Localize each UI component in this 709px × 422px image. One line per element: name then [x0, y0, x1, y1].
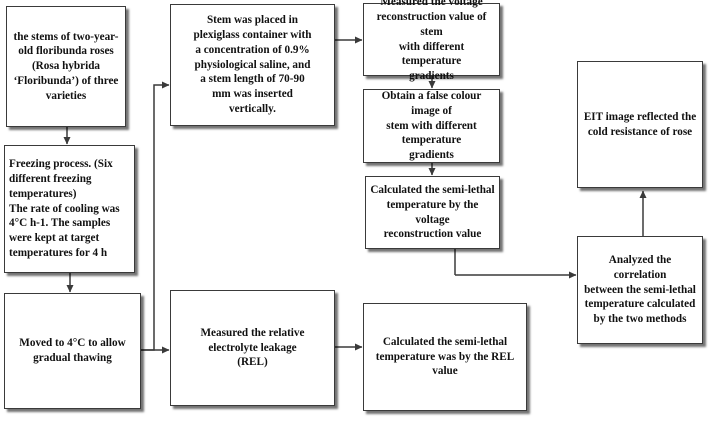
node-stems-text: the stems of two-year- old floribunda ro… — [13, 30, 119, 102]
arrow-thawing-to-plexiglass — [141, 81, 170, 351]
node-rel-measure-text: Measured the relative electrolyte leakag… — [200, 326, 305, 369]
node-freezing-text: Freezing process. (Six different freezin… — [9, 158, 120, 259]
node-freezing: Freezing process. (Six different freezin… — [4, 145, 135, 273]
node-false-colour: Obtain a false colour image of stem with… — [363, 89, 500, 163]
node-false-colour-text: Obtain a false colour image of stem with… — [381, 90, 482, 162]
node-plexiglass-text: Stem was placed in plexiglass container … — [193, 14, 312, 115]
node-stems: the stems of two-year- old floribunda ro… — [6, 6, 126, 127]
node-thawing-text: Moved to 4°C to allow gradual thawing — [19, 337, 126, 364]
node-thawing: Moved to 4°C to allow gradual thawing — [4, 293, 141, 409]
node-semi-lethal-voltage: Calculated the semi-lethal temperature b… — [365, 176, 500, 249]
node-plexiglass: Stem was placed in plexiglass container … — [170, 4, 335, 126]
node-semi-lethal-rel: Calculated the semi-lethal temperature w… — [363, 303, 527, 411]
node-correlation: Analyzed the correlation between the sem… — [577, 236, 703, 344]
node-semi-lethal-voltage-text: Calculated the semi-lethal temperature b… — [370, 183, 495, 241]
node-eit-image: EIT image reflected the cold resistance … — [577, 61, 703, 188]
node-rel-measure: Measured the relative electrolyte leakag… — [170, 290, 335, 406]
node-voltage-measure-text: Measured the voltage reconstruction valu… — [376, 0, 487, 83]
node-voltage-measure: Measured the voltage reconstruction valu… — [363, 0, 500, 82]
node-eit-image-text: EIT image reflected the cold resistance … — [583, 110, 697, 138]
node-semi-lethal-rel-text: Calculated the semi-lethal temperature w… — [375, 335, 515, 378]
node-correlation-text: Analyzed the correlation between the sem… — [584, 254, 696, 326]
